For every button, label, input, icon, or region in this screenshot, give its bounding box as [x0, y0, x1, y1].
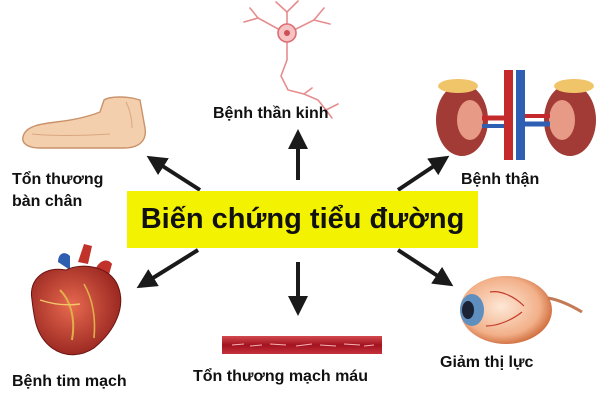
label-nerve-disease: Bệnh thần kinh — [213, 105, 329, 122]
label-kidney-disease: Bệnh thận — [461, 171, 540, 188]
neuron-icon — [243, 0, 339, 119]
label-vision-loss: Giảm thị lực — [440, 354, 534, 371]
label-heart-disease: Bệnh tim mạch — [12, 373, 127, 390]
kidney-icon — [436, 70, 596, 160]
center-title: Biến chứng tiểu đường — [140, 203, 465, 235]
arrow-to-kidney — [396, 155, 450, 192]
label-foot-damage-line2: bàn chân — [12, 193, 83, 210]
label-foot-damage-line1: Tổn thương — [12, 171, 104, 188]
heart-icon — [30, 244, 122, 356]
blood-vessel-icon — [222, 336, 382, 354]
eye-icon — [460, 276, 583, 344]
arrow-to-foot — [146, 155, 202, 192]
center-title-box: Biến chứng tiểu đường — [127, 191, 478, 248]
foot-icon — [22, 96, 147, 149]
arrow-to-heart — [136, 248, 200, 289]
label-vessel-damage: Tổn thương mạch máu — [193, 368, 368, 385]
arrow-to-eye — [396, 248, 454, 287]
